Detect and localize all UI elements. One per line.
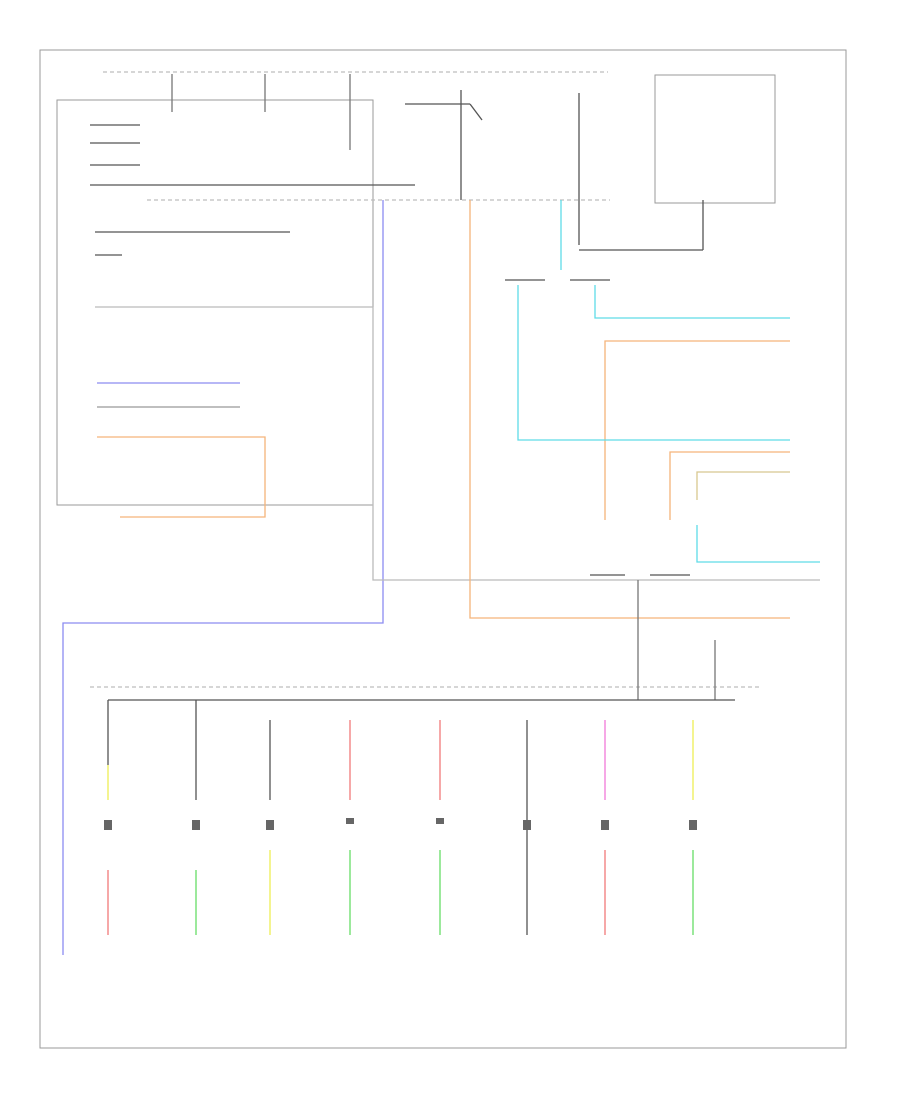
switch-arm	[469, 103, 483, 121]
left-module-frame	[56, 99, 374, 506]
wire-cyan-1	[517, 285, 790, 441]
wire-blue-main	[62, 200, 384, 955]
wire-orange-main	[469, 200, 790, 619]
wire-orange-right-2	[669, 451, 790, 520]
wire-orange-left	[97, 436, 266, 518]
wire-light-right	[372, 307, 820, 581]
switch-symbols	[104, 818, 697, 830]
diagram-frame	[39, 49, 847, 1049]
wire-yellow-right	[696, 471, 790, 500]
wire-cyan-3	[696, 525, 820, 563]
bottom-columns	[107, 700, 694, 935]
wire-orange-right	[604, 340, 790, 520]
wire-cyan-2	[594, 285, 790, 319]
top-right-relay-frame	[654, 74, 776, 204]
